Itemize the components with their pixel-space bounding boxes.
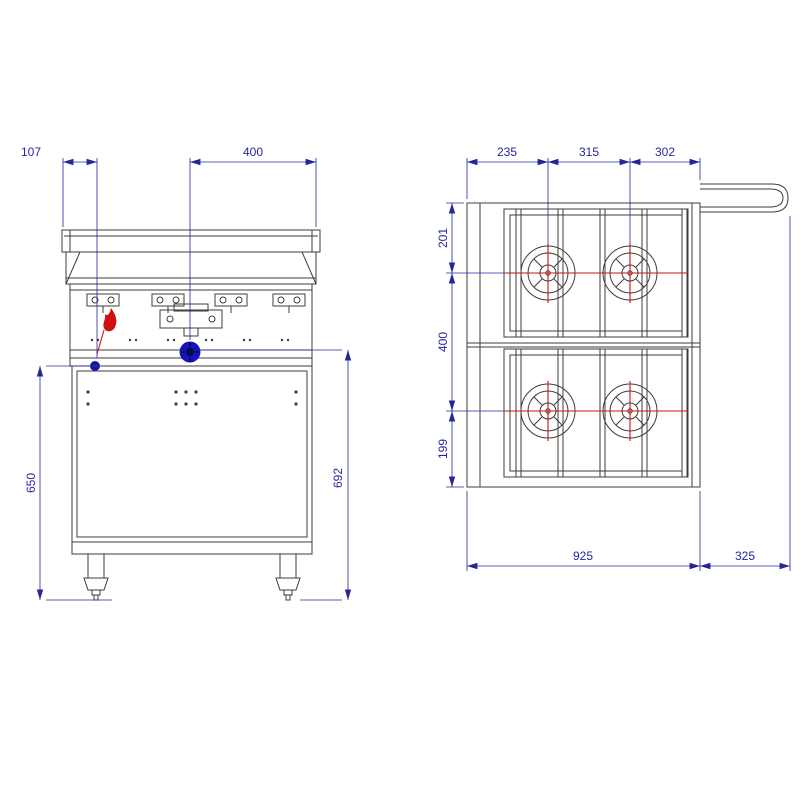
dim-label-400-plan: 400 [436, 332, 450, 352]
gas-manifold [159, 303, 223, 337]
dim-width-top: 400 [189, 145, 317, 340]
front-view-dimensions: 107 400 650 692 [21, 145, 352, 601]
dim-label-201: 201 [436, 228, 450, 248]
side-shelf [700, 183, 789, 213]
dim-height-left: 650 [24, 365, 112, 601]
dim-height-right: 692 [202, 349, 352, 601]
dim-plan-top: 235 315 302 [466, 145, 701, 243]
grate-bars-bottom [515, 349, 688, 477]
dim-label-650: 650 [24, 473, 38, 493]
front-top-slab [65, 251, 317, 285]
base-band [71, 541, 313, 555]
cabinet-door [71, 365, 313, 543]
dim-label-302: 302 [655, 145, 675, 159]
left-leg [83, 553, 109, 601]
dim-plan-bottom: 925 325 [466, 216, 791, 571]
gas-valve-assemblies [86, 293, 306, 313]
pilot-flame-icon [96, 308, 117, 355]
burner-centerlines [506, 243, 688, 441]
dim-plan-left: 201 400 199 [436, 202, 506, 488]
dim-label-325: 325 [735, 549, 755, 563]
dim-label-315: 315 [579, 145, 599, 159]
door-screw-holes [86, 390, 298, 406]
dim-label-107: 107 [21, 145, 41, 159]
plan-outline [466, 202, 701, 488]
dim-label-199: 199 [436, 439, 450, 459]
right-leg [275, 553, 301, 601]
dim-label-692: 692 [331, 468, 345, 488]
dim-label-235: 235 [497, 145, 517, 159]
plan-view-dimensions: 235 315 302 201 400 199 925 325 [436, 145, 791, 571]
front-top-band [61, 229, 321, 253]
control-knob-icon [179, 341, 201, 363]
burner-module-bottom [503, 348, 689, 478]
front-elevation-view [61, 229, 321, 601]
dim-offset-left: 107 [21, 145, 98, 358]
dim-label-925: 925 [573, 549, 593, 563]
plan-view [466, 183, 789, 488]
dim-label-400-front: 400 [243, 145, 263, 159]
